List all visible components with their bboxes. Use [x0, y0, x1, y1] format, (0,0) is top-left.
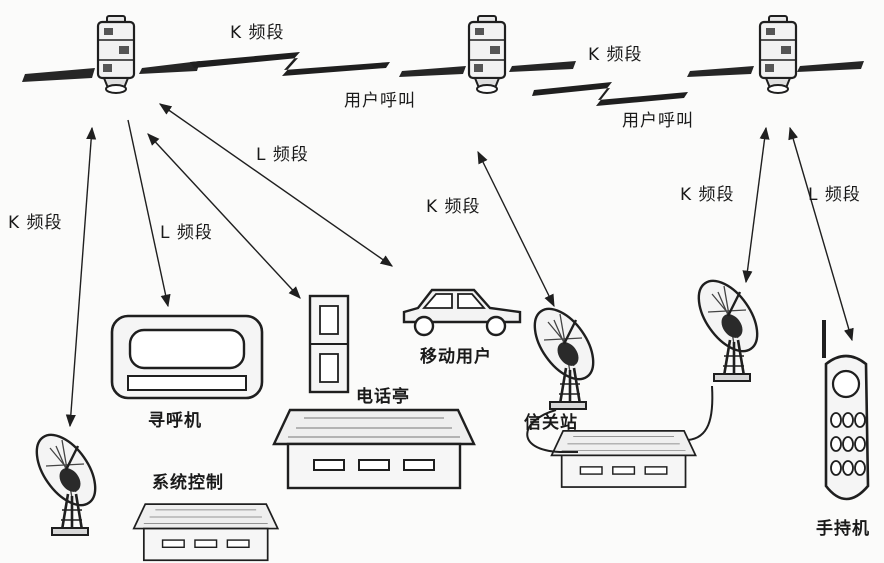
label-user-call-1: 用户呼叫 — [344, 91, 416, 111]
label-pager: 寻呼机 — [148, 411, 202, 431]
phone-booth-icon — [308, 294, 350, 394]
arrow-sat1-pager — [127, 119, 171, 308]
label-phone-booth: 电话亭 — [356, 387, 410, 407]
arrow-sat1-phone-booth — [147, 133, 301, 299]
pager-icon — [110, 314, 264, 400]
satellite-3-panels — [687, 61, 864, 77]
label-k-band-sat1-ground: K 频段 — [8, 213, 63, 233]
gateway-building-icon — [550, 430, 697, 488]
car-icon — [402, 288, 522, 337]
label-gateway: 信关站 — [524, 413, 578, 433]
arrow-sat3-handset — [788, 126, 854, 342]
system-control-building-icon — [132, 503, 279, 562]
satellite-2-panels — [399, 61, 576, 77]
station-dish-icon — [685, 269, 771, 383]
label-l-band-sat1-pager: L 频段 — [160, 223, 213, 243]
satellite-1-panels — [22, 61, 200, 82]
label-k-band-sat2-sat3: K 频段 — [588, 45, 643, 65]
handset-icon — [822, 320, 870, 501]
satellite-1-icon — [96, 14, 136, 95]
label-k-band-sat1-sat2: K 频段 — [230, 23, 285, 43]
label-handset: 手持机 — [816, 519, 870, 539]
label-mobile-user: 移动用户 — [420, 347, 492, 367]
label-k-band-sat3-station: K 频段 — [680, 185, 735, 205]
phone-booth-building-icon — [272, 408, 476, 490]
label-k-band-sat2-gateway: K 频段 — [426, 197, 481, 217]
arrow-sat1-control-dish — [65, 126, 97, 428]
label-user-call-2: 用户呼叫 — [622, 111, 694, 131]
label-l-band-sat1-car: L 频段 — [256, 145, 309, 165]
arrow-sat2-gateway — [477, 150, 555, 308]
gateway-dish-icon — [521, 297, 607, 411]
k-band-link-sat1-sat2 — [190, 52, 390, 76]
satellite-2-icon — [467, 14, 507, 95]
arrow-sat3-station-dish — [742, 126, 770, 284]
system-control-dish-icon — [23, 423, 109, 537]
gateway-cable — [526, 409, 578, 453]
label-system-control: 系统控制 — [152, 473, 224, 493]
station-cable — [687, 385, 714, 441]
satellite-3-icon — [758, 14, 798, 95]
label-l-band-sat3-handset: L 频段 — [808, 185, 861, 205]
k-band-link-sat2-sat3 — [532, 82, 688, 106]
